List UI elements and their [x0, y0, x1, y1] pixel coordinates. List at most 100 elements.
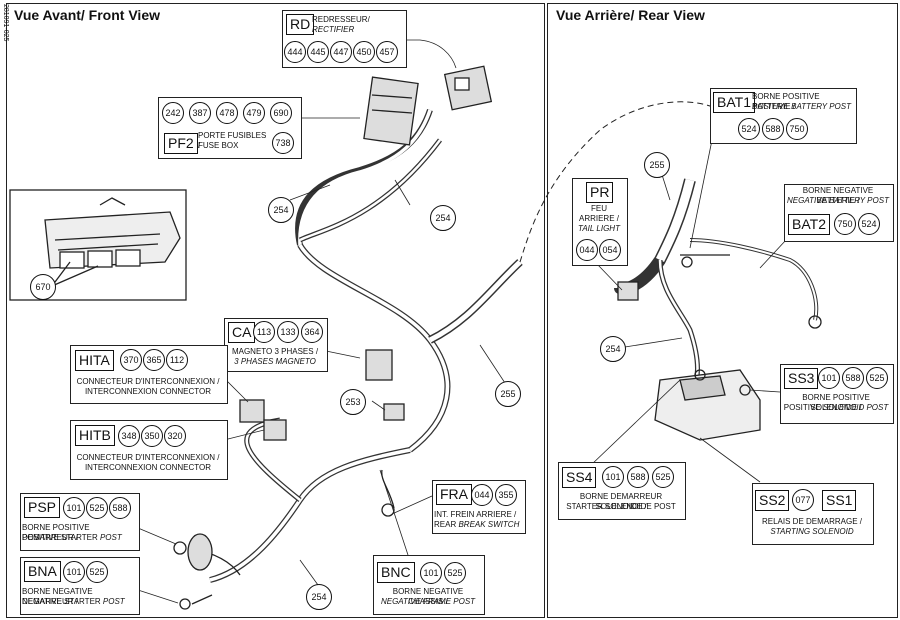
bat1-label-en: POSITIVE BATTERY POST — [752, 102, 851, 111]
pr-part: 054 — [599, 239, 621, 261]
rear-view-title: Vue Arrière/ Rear View — [556, 7, 705, 23]
bat2-label-en: NEGATIVE BATTERY POST — [787, 196, 889, 205]
ss4-part: 101 — [602, 466, 624, 488]
drawing-reference-code: 281091-025 — [2, 4, 9, 42]
psp-code: PSP — [24, 497, 61, 518]
pf2-part-side: 738 — [272, 132, 294, 154]
hita-code: HITA — [75, 350, 114, 371]
psp-part: 101 — [63, 497, 85, 519]
callout-255: 255 — [644, 152, 670, 178]
bat2-label-fr: BORNE NEGATIVE BATTERIE / — [802, 186, 874, 205]
hita-part: 365 — [143, 349, 165, 371]
pr-label-3: TAIL LIGHT — [578, 224, 620, 233]
bnc-label-en: NEGATIVE FRAME POST — [380, 597, 476, 606]
psp-part: 525 — [86, 497, 108, 519]
bnc-part: 525 — [444, 562, 466, 584]
bat2-part: 750 — [834, 213, 856, 235]
rd-label-en: RECTIFIER — [312, 25, 355, 34]
pf2-part: 690 — [270, 102, 292, 124]
bnc-code: BNC — [377, 562, 415, 583]
rd-part: 450 — [353, 41, 375, 63]
fra-label-en: REAR BREAK SWITCH — [434, 520, 520, 529]
bnc-part: 101 — [420, 562, 442, 584]
ss12-label-en: STARTING SOLENOID — [770, 527, 854, 536]
ss4-part: 588 — [627, 466, 649, 488]
ss3-part: 101 — [818, 367, 840, 389]
callout-254: 254 — [268, 197, 294, 223]
ca-label-en: 3 PHASES MAGNETO — [234, 357, 316, 366]
pr-code: PR — [586, 182, 614, 203]
fra-part: 355 — [495, 484, 517, 506]
pr-part: 044 — [576, 239, 598, 261]
hitb-part: 348 — [118, 425, 140, 447]
bat1-part: 524 — [738, 118, 760, 140]
ca-part: 364 — [301, 321, 323, 343]
ss1-code: SS1 — [822, 490, 857, 511]
hitb-code: HITB — [75, 425, 115, 446]
callout-254: 254 — [430, 205, 456, 231]
callout-254: 254 — [306, 584, 332, 610]
front-view-title: Vue Avant/ Front View — [14, 7, 160, 23]
rd-part: 445 — [307, 41, 329, 63]
rd-part: 447 — [330, 41, 352, 63]
ss4-code: SS4 — [562, 467, 597, 488]
fra-label-fr: INT. FREIN ARRIERE / — [434, 510, 517, 519]
bna-label-fr: BORNE NEGATIVE DEMARREUR / — [22, 587, 93, 606]
bnc-label-fr: BORNE NEGATIVE CHASSIS / — [392, 587, 464, 606]
psp-label-fr: BORNE POSITIVE DEMARREUR / — [22, 523, 90, 542]
bat1-code: BAT1 — [713, 92, 755, 113]
callout-254: 254 — [600, 336, 626, 362]
bna-code: BNA — [24, 561, 61, 582]
hitb-label-fr: CONNECTEUR D'INTERCONNEXION / — [76, 453, 220, 462]
rd-part: 444 — [284, 41, 306, 63]
pr-label-1: FEU — [591, 204, 607, 213]
bat1-label-fr: BORNE POSITIVE BATTERIE / — [752, 92, 820, 111]
bna-label-en: NEGATIVE STARTER POST — [22, 597, 125, 606]
psp-part: 588 — [109, 497, 131, 519]
callout-255: 255 — [495, 381, 521, 407]
ss3-part: 525 — [866, 367, 888, 389]
hita-label-fr: CONNECTEUR D'INTERCONNEXION / — [76, 377, 220, 386]
ca-code: CA — [228, 322, 256, 343]
bat1-part: 588 — [762, 118, 784, 140]
bat1-part: 750 — [786, 118, 808, 140]
ss3-code: SS3 — [784, 368, 819, 389]
bna-part: 525 — [86, 561, 108, 583]
pf2-part: 479 — [243, 102, 265, 124]
pr-label-2: ARRIERE / — [578, 214, 619, 223]
rd-part: 457 — [376, 41, 398, 63]
rd-label-fr: REDRESSEUR/ — [312, 15, 370, 24]
ss4-part: 525 — [652, 466, 674, 488]
rd-code: RD — [286, 14, 315, 35]
ca-part: 113 — [253, 321, 275, 343]
psp-label-en: POSITIVE STARTER POST — [22, 533, 122, 542]
pf2-code: PF2 — [164, 133, 198, 154]
pf2-label-fr: PORTE FUSIBLES / — [198, 131, 267, 150]
hitb-part: 320 — [164, 425, 186, 447]
bna-part: 101 — [63, 561, 85, 583]
ss3-label-fr: BORNE POSITIVE SOLENOIDE / — [802, 393, 870, 412]
callout-253: 253 — [340, 389, 366, 415]
ca-part: 133 — [277, 321, 299, 343]
hita-part: 370 — [120, 349, 142, 371]
hita-label-en: INTERCONNEXION CONNECTOR — [84, 387, 212, 396]
pf2-label-en: FUSE BOX — [198, 141, 239, 150]
ss12-label-fr: RELAIS DE DEMARRAGE / — [761, 517, 863, 526]
ss12-part: 077 — [792, 489, 814, 511]
hitb-label-en: INTERCONNEXION CONNECTOR — [84, 463, 212, 472]
callout-670: 670 — [30, 274, 56, 300]
pf2-part: 242 — [162, 102, 184, 124]
ca-label-fr: MAGNETO 3 PHASES / — [231, 347, 319, 356]
ss2-code: SS2 — [755, 490, 790, 511]
ss4-label-fr: BORNE DEMARREUR SOLENOIDE / — [579, 492, 663, 511]
bat2-part: 524 — [858, 213, 880, 235]
pf2-part: 387 — [189, 102, 211, 124]
ss3-part: 588 — [842, 367, 864, 389]
ss4-label-en: STARTER SOLENOIDE POST — [566, 502, 676, 511]
bat2-code: BAT2 — [788, 214, 830, 235]
ss3-label-en: POSITIVE SOLENOID POST — [783, 403, 889, 412]
hitb-part: 350 — [141, 425, 163, 447]
hita-part: 112 — [166, 349, 188, 371]
fra-part: 044 — [471, 484, 493, 506]
